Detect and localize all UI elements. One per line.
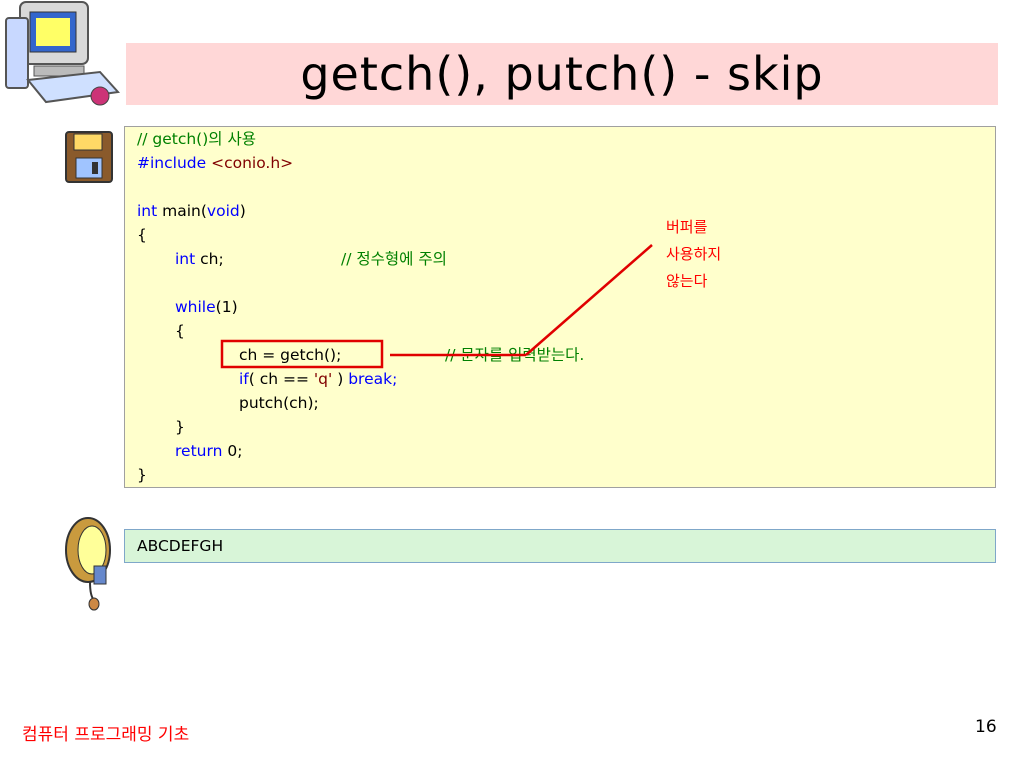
var-ch: ch; [195,250,224,268]
getch-highlight-box [220,339,384,369]
if-condition: ( ch == [248,370,314,388]
title-background [126,43,998,105]
code-line-13: } [137,465,147,485]
footer-course-name: 컴퓨터 프로그래밍 기초 [22,725,190,745]
page-number: 16 [975,717,997,737]
code-line-if: if( ch == 'q' ) break; [239,369,397,389]
computer-clipart-icon [5,1,121,106]
return-value: 0; [222,442,243,460]
if-close: ) [332,370,349,388]
code-line-11: } [175,417,185,437]
keyword-break: break; [348,370,398,388]
annotation-line-1: 버퍼를 [666,218,708,236]
code-line-6: while(1) [175,297,238,317]
slide-title: getch(), putch() - skip [300,47,824,101]
brace-open: { [137,226,147,244]
comment-getch: // getch() [137,130,209,148]
brace-close-inner: } [175,418,185,436]
include-header: <conio.h> [211,154,294,172]
keyword-int: int [137,202,158,220]
code-line-12: return 0; [175,441,242,461]
brace-open-inner: { [175,322,185,340]
comment-usage: 의 사용 [208,130,256,148]
keyword-while: while [175,298,216,316]
keyword-if: if [239,370,249,388]
code-line-1: // getch()의 사용 [137,129,256,149]
annotation-no-buffer: 버퍼를 사용하지 않는다 [666,214,721,295]
char-q: 'q' [313,370,333,388]
include-directive: #include [137,154,207,172]
code-box: // getch()의 사용 #include <conio.h> int ma… [124,126,996,488]
code-line-2: #include <conio.h> [137,153,293,173]
keyword-int-ch: int [175,250,196,268]
brace-close: } [137,466,147,484]
code-line-putch: putch(ch); [239,394,319,412]
while-args: (1) [215,298,238,316]
floppy-disk-icon [65,131,113,183]
main-signature: main( [157,202,207,220]
output-box: ABCDEFGH [124,529,996,563]
annotation-line-3: 않는다 [666,272,708,290]
comment-int-type: // 정수형에 주의 [341,250,447,268]
keyword-return: return [175,442,223,460]
code-line-4: { [137,225,147,245]
code-line-3: int main(void) [137,201,246,221]
code-line-getch: ch = getch(); [239,346,342,364]
annotation-line-2: 사용하지 [666,245,722,263]
paren-close: ) [239,202,246,220]
code-line-5: int ch; [175,249,224,269]
keyword-void: void [206,202,240,220]
code-line-7: { [175,321,185,341]
output-text: ABCDEFGH [137,537,224,555]
monitor-mouse-icon [65,517,111,611]
annotation-pointer-line [525,244,653,356]
